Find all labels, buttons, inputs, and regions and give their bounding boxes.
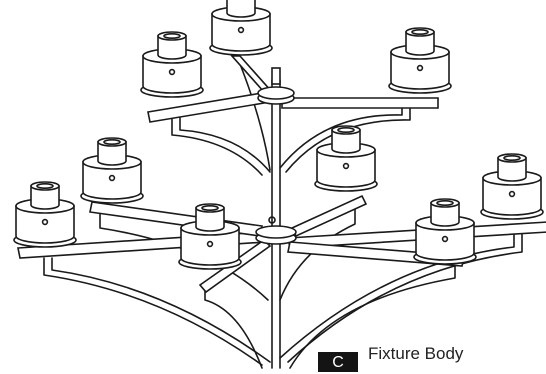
part-name-label: Fixture Body: [368, 344, 464, 363]
lower-tier: [17, 194, 546, 369]
part-code-badge: C: [318, 352, 358, 372]
candle-cup: [388, 27, 452, 94]
candle-cup: [178, 203, 242, 270]
candle-cup: [13, 181, 77, 248]
candle-cup: [80, 137, 144, 204]
central-stem: [271, 67, 281, 369]
candle-cup: [480, 153, 544, 220]
candle-cup: [140, 31, 204, 98]
candle-cup: [314, 125, 378, 192]
candle-cup: [209, 0, 273, 56]
upper-tier: [147, 55, 439, 176]
candle-cup: [413, 198, 477, 265]
